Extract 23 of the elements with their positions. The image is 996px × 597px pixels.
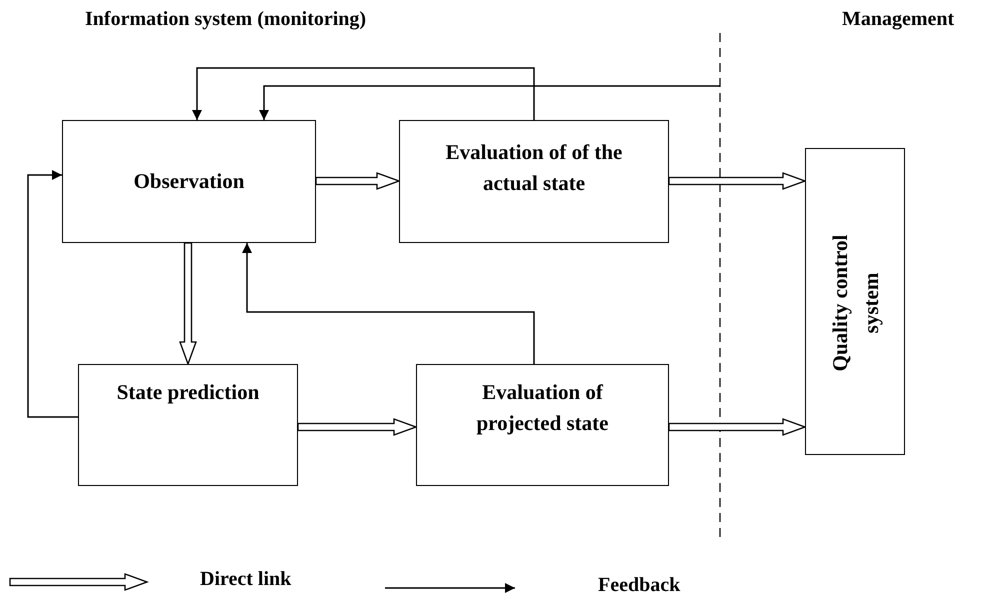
hollow-arrow (179, 242, 197, 366)
process-box (399, 120, 669, 243)
legend-label: Direct link (200, 568, 292, 591)
feedback-arrow (259, 85, 720, 120)
process-box (78, 364, 298, 486)
box-label: Evaluation of projected state (476, 379, 610, 437)
process-box (62, 120, 316, 243)
process-box (416, 364, 669, 486)
section-heading: Management (842, 8, 954, 31)
box-label: State prediction (116, 379, 260, 406)
feedback-arrow (242, 243, 535, 364)
legend-label: Feedback (598, 574, 680, 597)
process-box (805, 148, 905, 455)
box-label: Observation (132, 168, 246, 195)
hollow-arrow (315, 172, 401, 190)
box-label: Evaluation of of the actual state (444, 139, 624, 197)
hollow-arrow (668, 418, 807, 436)
feedback-arrow (27, 170, 78, 418)
section-heading: Information system (monitoring) (85, 8, 366, 31)
feedback-arrow (192, 67, 535, 120)
box-label: Quality control system (827, 233, 884, 373)
hollow-arrow (297, 418, 418, 436)
hollow-arrow (668, 172, 807, 190)
